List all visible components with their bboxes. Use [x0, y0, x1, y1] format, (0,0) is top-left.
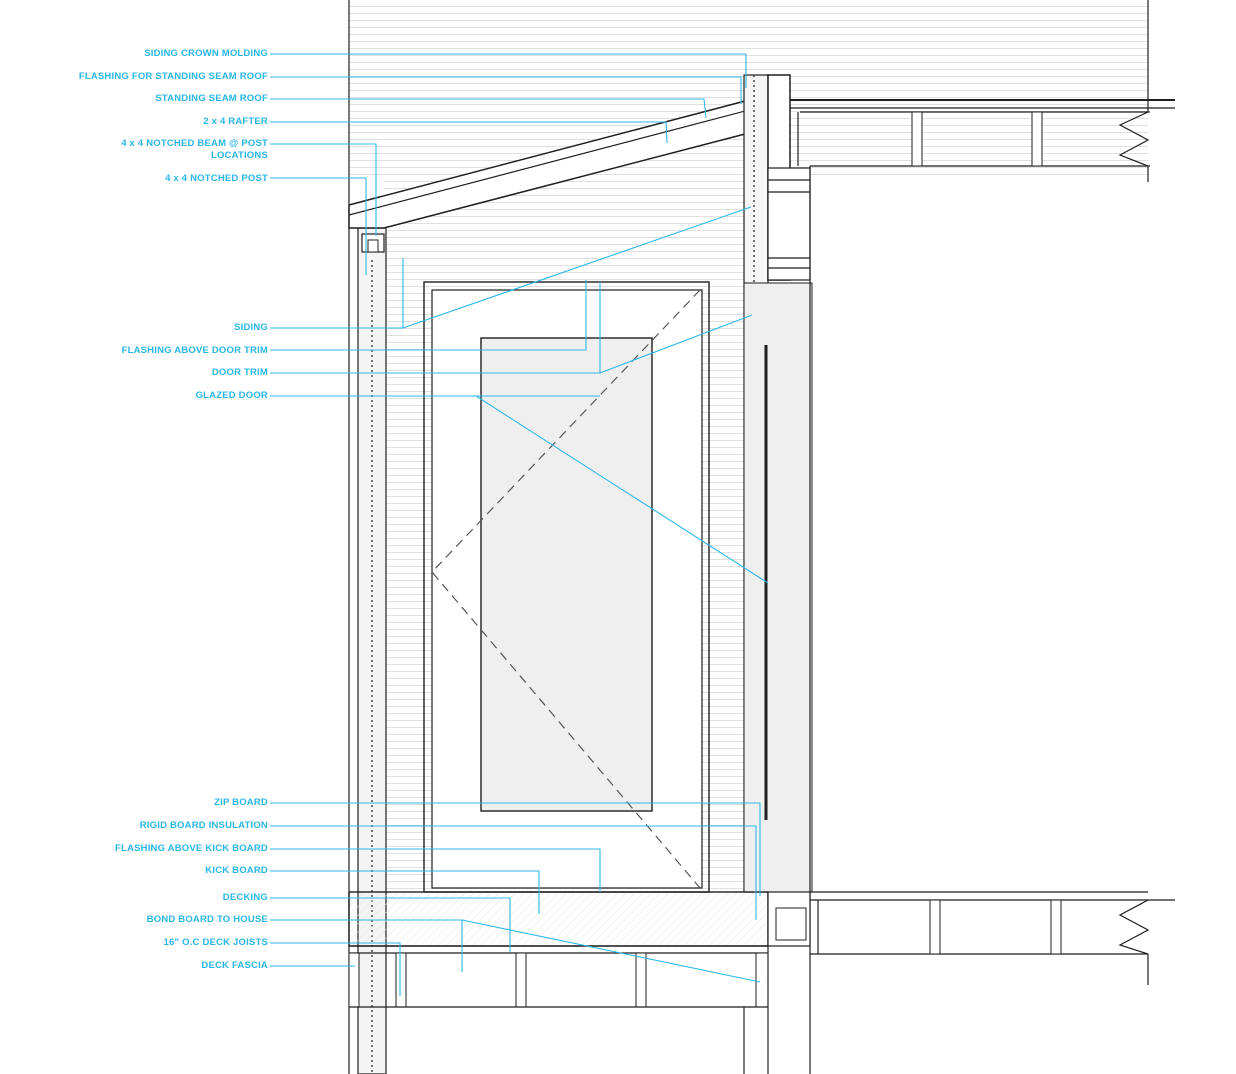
label-siding-crown-molding: SIDING CROWN MOLDING	[144, 48, 268, 59]
label-standing-seam-roof: STANDING SEAM ROOF	[155, 93, 268, 104]
label-flashing-above-door-trim: FLASHING ABOVE DOOR TRIM	[121, 345, 268, 356]
door-swing	[431, 289, 701, 889]
label-door-trim: DOOR TRIM	[211, 367, 268, 378]
label-zip-board: ZIP BOARD	[214, 797, 268, 808]
decking	[348, 891, 769, 947]
deck-fascia	[348, 952, 360, 1008]
label-notched-beam: 4 x 4 NOTCHED BEAM @ POST LOCATIONS	[121, 138, 268, 161]
door-jamb-panel	[743, 282, 813, 893]
leader-lines	[270, 53, 769, 996]
label-decking: DECKING	[222, 892, 268, 903]
label-flashing-standing-seam-roof: FLASHING FOR STANDING SEAM ROOF	[78, 71, 268, 82]
label-notched-post: 4 x 4 NOTCHED POST	[165, 173, 268, 184]
label-kick-board: KICK BOARD	[205, 865, 268, 876]
label-glazed-door: GLAZED DOOR	[195, 390, 268, 401]
label-rafter: 2 x 4 RAFTER	[203, 116, 268, 127]
roof-slope	[348, 94, 769, 229]
label-flashing-above-kick-board: FLASHING ABOVE KICK BOARD	[115, 843, 268, 854]
label-rigid-board-insulation: RIGID BOARD INSULATION	[139, 820, 268, 831]
label-deck-fascia: DECK FASCIA	[201, 960, 268, 971]
label-deck-joists: 16" O.C DECK JOISTS	[163, 937, 268, 948]
label-bond-board: BOND BOARD TO HOUSE	[146, 914, 268, 925]
label-siding: SIDING	[234, 322, 268, 333]
bond-board	[755, 952, 769, 1008]
glazed-door-glass	[480, 337, 653, 812]
